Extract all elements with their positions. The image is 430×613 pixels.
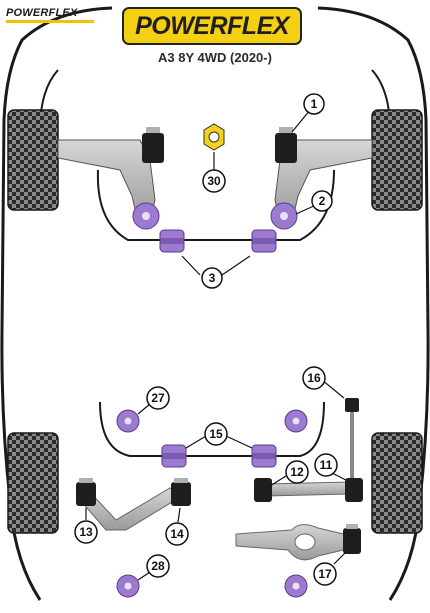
rear-trailing-arm-hole bbox=[294, 533, 316, 551]
bushing-icon bbox=[254, 478, 272, 502]
brand-wordmark-text: POWERFLEX bbox=[6, 7, 78, 19]
callout-label: 11 bbox=[320, 458, 333, 472]
callout-13: 13 bbox=[74, 520, 98, 544]
callout-17: 17 bbox=[313, 562, 337, 586]
callout-label: 2 bbox=[319, 194, 326, 208]
bushing-icon bbox=[171, 478, 191, 506]
drop-link bbox=[345, 398, 359, 478]
rear-trailing-arm bbox=[235, 524, 353, 561]
bushing-icon bbox=[284, 574, 308, 598]
leader-lines bbox=[85, 109, 347, 581]
rear-anti-roll-bar bbox=[99, 401, 325, 457]
callout-14: 14 bbox=[165, 522, 189, 546]
callout-label: 15 bbox=[209, 427, 223, 441]
brand-underline bbox=[6, 20, 94, 23]
callout-30: 30 bbox=[202, 169, 226, 193]
bushing-icon bbox=[116, 574, 140, 598]
callout-label: 27 bbox=[151, 391, 165, 405]
brand-logo: POWERFLEX bbox=[122, 7, 302, 45]
tyre-icon bbox=[7, 432, 59, 534]
callout-label: 13 bbox=[79, 525, 93, 539]
callout-label: 17 bbox=[318, 567, 332, 581]
bushing-icon bbox=[251, 444, 277, 468]
brand-wordmark: POWERFLEX bbox=[6, 7, 94, 23]
callout-11: 11 bbox=[314, 453, 338, 477]
brand-logo-text: POWERFLEX bbox=[135, 11, 289, 40]
callout-label: 12 bbox=[290, 465, 304, 479]
callout-label: 30 bbox=[207, 174, 221, 188]
bushing-icon bbox=[343, 524, 361, 554]
car-body-outline bbox=[0, 6, 430, 601]
bushing-icon bbox=[251, 229, 277, 253]
bushing-icon bbox=[284, 409, 308, 433]
callout-16: 16 bbox=[302, 366, 326, 390]
callout-label: 1 bbox=[311, 97, 318, 111]
bushing-icon bbox=[142, 127, 164, 163]
callout-2: 2 bbox=[311, 190, 333, 212]
callout-27: 27 bbox=[146, 386, 170, 410]
callout-1: 1 bbox=[303, 93, 325, 115]
callout-3: 3 bbox=[201, 267, 223, 289]
bushing-icon bbox=[345, 478, 363, 502]
callout-label: 28 bbox=[151, 559, 165, 573]
nut-icon bbox=[203, 123, 225, 151]
callout-label: 3 bbox=[209, 271, 216, 285]
bushing-icon bbox=[270, 202, 298, 230]
tyre-icon bbox=[371, 432, 423, 534]
callout-15: 15 bbox=[204, 422, 228, 446]
callout-label: 16 bbox=[307, 371, 321, 385]
bushing-icon bbox=[161, 444, 187, 468]
callout-12: 12 bbox=[285, 460, 309, 484]
bushing-icon bbox=[132, 202, 160, 230]
tyre-icon bbox=[371, 109, 423, 211]
tyre-icon bbox=[7, 109, 59, 211]
rear-right-link bbox=[265, 481, 351, 497]
bushing-icon bbox=[76, 478, 96, 506]
bushing-icon bbox=[159, 229, 185, 253]
callout-label: 14 bbox=[170, 527, 184, 541]
callout-28: 28 bbox=[146, 554, 170, 578]
bushing-icon bbox=[116, 409, 140, 433]
bushing-icon bbox=[275, 127, 297, 163]
page-title: A3 8Y 4WD (2020-) bbox=[158, 50, 272, 65]
car-body-outline-inner bbox=[39, 69, 391, 131]
